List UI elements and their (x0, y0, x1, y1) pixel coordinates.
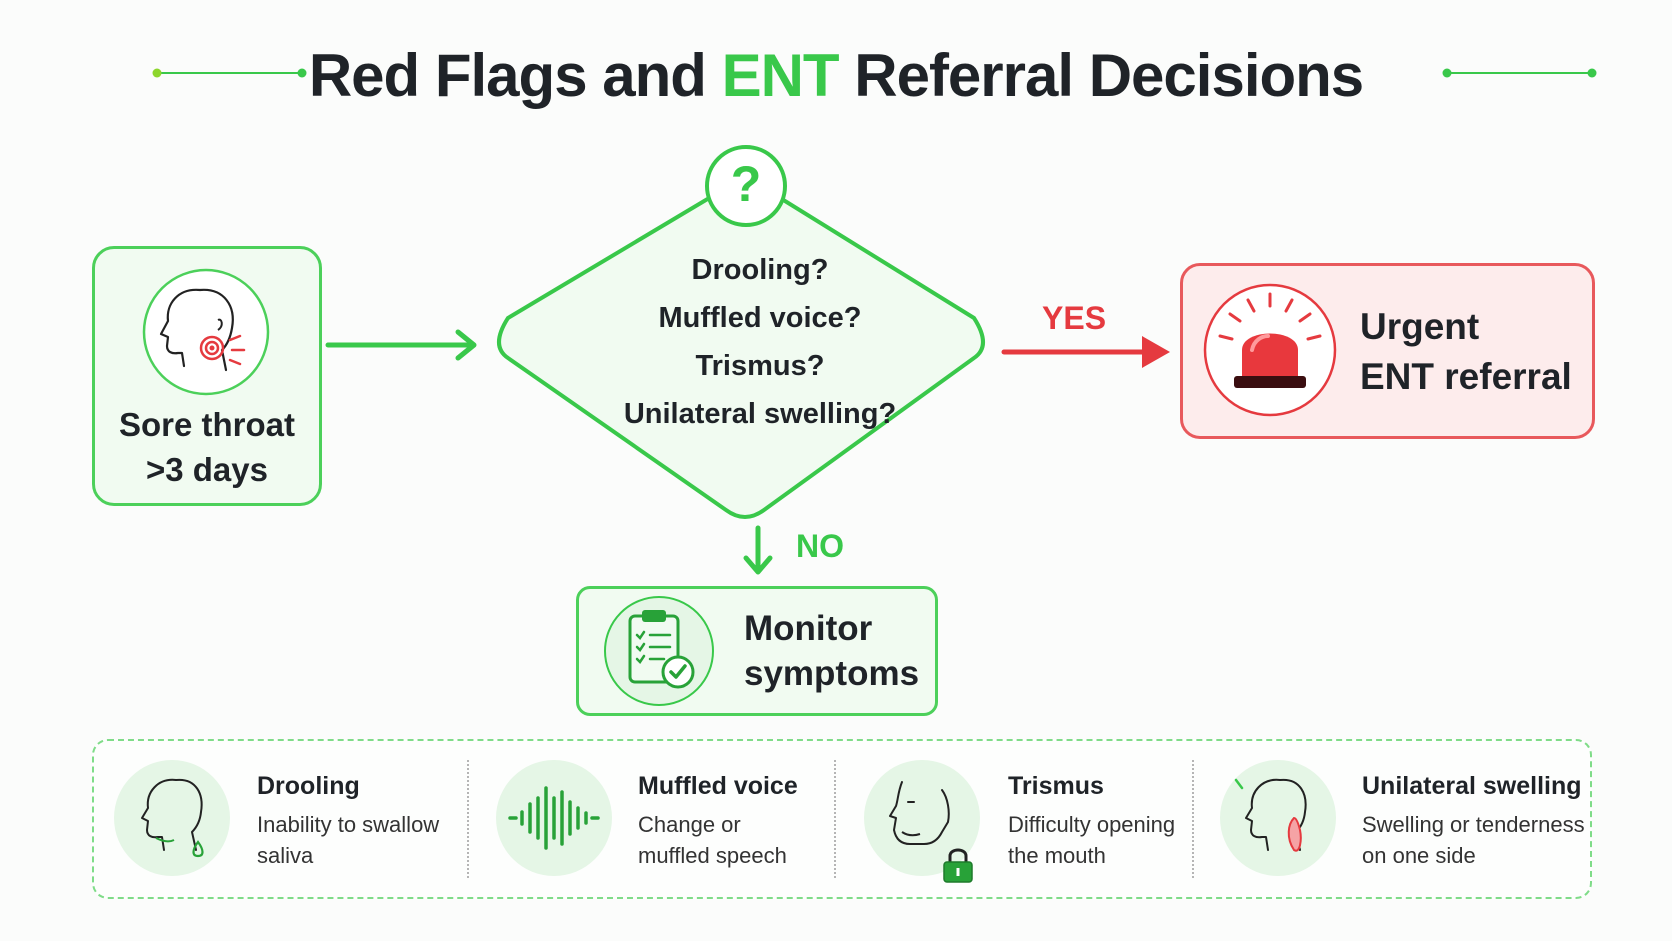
legend-desc-line-2: the mouth (1008, 843, 1106, 868)
question-mark-glyph: ? (730, 156, 762, 212)
start-line-1: Sore throat (118, 406, 296, 443)
legend-desc-line-1: Inability to swallow (257, 812, 440, 837)
start-line-2: >3 days (145, 451, 268, 488)
title-part-2: Referral Decisions (838, 42, 1364, 109)
legend-desc-line-2: saliva (257, 843, 314, 868)
title-decoration-left (152, 68, 307, 78)
neck-swelling-icon (1220, 760, 1336, 876)
head-drool-icon (114, 760, 230, 876)
legend-title-trismus: Trismus (1008, 772, 1104, 800)
title-highlight: ENT (721, 42, 840, 109)
arrow-yes (1001, 336, 1170, 368)
legend-title-muffled-voice: Muffled voice (638, 772, 798, 800)
sound-wave-icon (496, 760, 612, 876)
legend-title-drooling: Drooling (257, 772, 360, 800)
legend-desc-unilateral-swelling: Swelling or tenderness on one side (1362, 809, 1585, 871)
question-unilateral-swelling: Unilateral swelling? (623, 398, 897, 430)
monitor-line-1: Monitor (744, 609, 873, 648)
head-throat-pain-icon (142, 268, 270, 396)
jaw-lock-icon (864, 760, 980, 883)
legend-desc-trismus: Difficulty opening the mouth (1008, 809, 1175, 871)
referral-line-2: ENT referral (1360, 356, 1572, 397)
no-label: NO (796, 528, 844, 564)
legend-divider (467, 760, 469, 878)
referral-node-label: Urgent ENT referral (1360, 302, 1590, 402)
title-part-1: Red Flags and (308, 42, 722, 109)
legend-desc-line-2: muffled speech (638, 843, 787, 868)
legend-divider (1192, 760, 1194, 878)
legend-desc-line-2: on one side (1362, 843, 1476, 868)
question-trismus: Trismus? (695, 350, 825, 382)
legend-desc-line-1: Change or (638, 812, 741, 837)
legend-divider (834, 760, 836, 878)
clipboard-check-icon (604, 596, 714, 706)
arrow-to-decision (325, 329, 477, 361)
start-node-label: Sore throat >3 days (92, 402, 322, 492)
legend-desc-drooling: Inability to swallow saliva (257, 809, 439, 871)
question-muffled-voice: Muffled voice? (658, 302, 862, 334)
page-title: Red Flags and ENT Referral Decisions (0, 36, 1672, 116)
legend-desc-line-1: Swelling or tenderness (1362, 812, 1585, 837)
monitor-line-2: symptoms (744, 654, 920, 693)
yes-label: YES (1042, 300, 1107, 336)
referral-line-1: Urgent (1360, 306, 1480, 347)
legend-desc-muffled-voice: Change or muffled speech (638, 809, 787, 871)
title-decoration-right (1442, 68, 1597, 78)
legend-desc-line-1: Difficulty opening (1008, 812, 1176, 837)
arrow-no (743, 525, 773, 575)
question-mark-icon (705, 145, 787, 227)
legend-panel (92, 739, 1592, 899)
question-drooling: Drooling? (691, 254, 829, 286)
legend-title-unilateral-swelling: Unilateral swelling (1362, 772, 1582, 800)
siren-alarm-icon (1203, 283, 1337, 417)
monitor-node-label: Monitor symptoms (744, 606, 934, 696)
